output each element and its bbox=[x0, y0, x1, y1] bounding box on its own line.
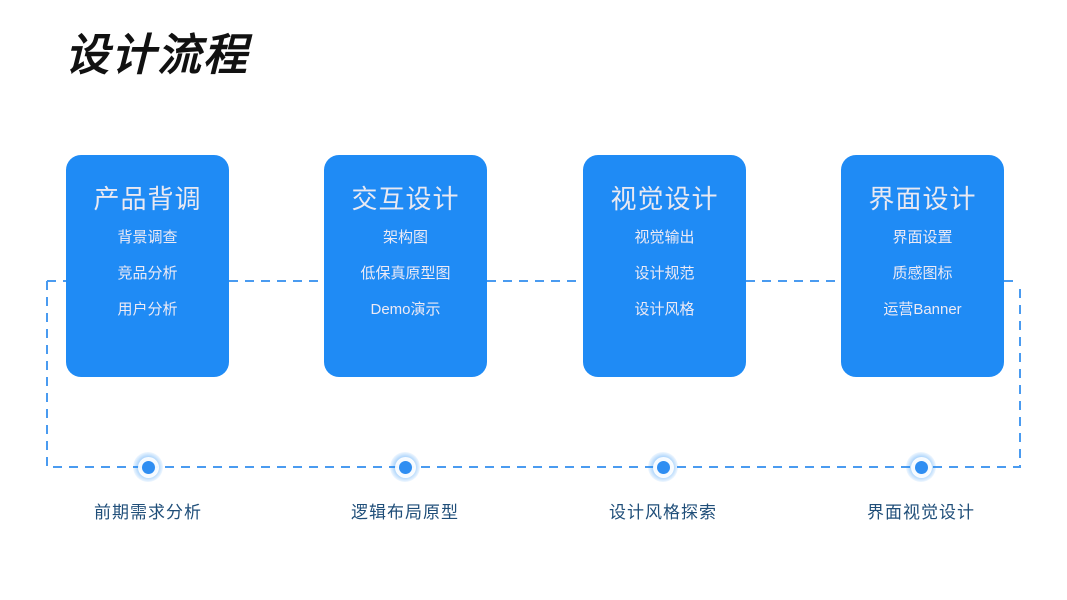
stage-card-ui-design[interactable]: 界面设计 界面设置 质感图标 运营Banner bbox=[841, 155, 1004, 377]
milestone-label: 逻辑布局原型 bbox=[351, 503, 459, 522]
milestone-label: 界面视觉设计 bbox=[867, 503, 975, 522]
milestone-dot-icon[interactable] bbox=[133, 452, 163, 482]
stage-card-item: 竞品分析 bbox=[117, 265, 178, 282]
stage-card-item: 界面设置 bbox=[892, 229, 953, 246]
stage-card-item: 架构图 bbox=[382, 229, 428, 246]
stage-card-visual-design[interactable]: 视觉设计 视觉输出 设计规范 设计风格 bbox=[583, 155, 746, 377]
stage-card-item: 设计风格 bbox=[634, 301, 695, 318]
stage-card-item: Demo演示 bbox=[370, 301, 441, 318]
milestone-label: 设计风格探索 bbox=[609, 503, 717, 522]
stage-card-title: 交互设计 bbox=[351, 184, 460, 214]
stage-card-product-research[interactable]: 产品背调 背景调查 竞品分析 用户分析 bbox=[66, 155, 229, 377]
stage-card-item: 质感图标 bbox=[892, 265, 953, 282]
stage-card-item: 低保真原型图 bbox=[360, 265, 451, 282]
stage-card-item: 用户分析 bbox=[117, 301, 178, 318]
stage-card-interaction-design[interactable]: 交互设计 架构图 低保真原型图 Demo演示 bbox=[324, 155, 487, 377]
milestone-dot-icon[interactable] bbox=[648, 452, 678, 482]
stage-card-item-list: 背景调查 竞品分析 用户分析 bbox=[117, 229, 177, 319]
stage-card-title: 视觉设计 bbox=[610, 184, 719, 214]
stage-card-item-list: 架构图 低保真原型图 Demo演示 bbox=[360, 229, 450, 319]
stage-card-title: 产品背调 bbox=[93, 184, 202, 214]
stage-card-item: 运营Banner bbox=[883, 301, 962, 318]
stage-card-item-list: 界面设置 质感图标 运营Banner bbox=[883, 229, 961, 319]
stage-card-item: 背景调查 bbox=[117, 229, 178, 246]
stage-card-item: 视觉输出 bbox=[634, 229, 695, 246]
stage-card-item: 设计规范 bbox=[634, 265, 695, 282]
milestone-dot-icon[interactable] bbox=[390, 452, 420, 482]
stage-card-title: 界面设计 bbox=[868, 184, 977, 214]
milestone-label: 前期需求分析 bbox=[94, 503, 202, 522]
page-title: 设计流程 bbox=[65, 31, 249, 80]
stage-card-item-list: 视觉输出 设计规范 设计风格 bbox=[634, 229, 694, 319]
milestone-dot-icon[interactable] bbox=[906, 452, 936, 482]
